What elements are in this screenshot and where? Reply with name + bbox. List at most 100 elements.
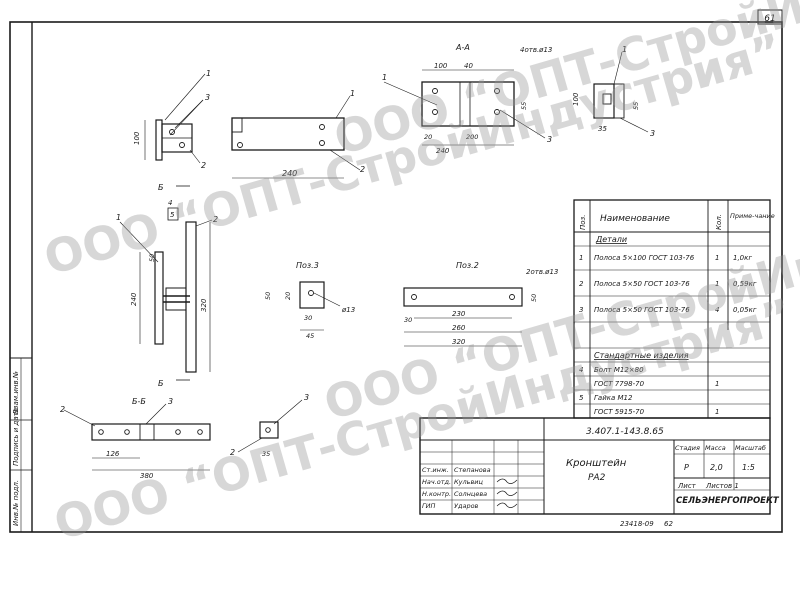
spec-row3-qty: 4 [715, 306, 719, 314]
view-bottom-small: 3 2 35 [230, 393, 309, 458]
leader-1-d: 1 [622, 45, 627, 54]
dim-50-b: 50 [264, 292, 272, 300]
scale-value: 1:5 [742, 463, 755, 472]
spec-row2-note: 0,59кг [733, 280, 757, 288]
spec-header-qty: Кол. [715, 214, 723, 230]
dim-40-a: 40 [464, 62, 473, 70]
view-right-small: 100 55 35 1 3 [572, 45, 655, 138]
signature-scribble-1 [496, 478, 518, 484]
leader-3-a: 3 [205, 93, 210, 102]
side-stamp: Инв.№ подл. Подпись и дата Взам.инв.№ [9, 357, 33, 533]
dim-100-b: 100 [434, 62, 448, 70]
leader-2-b: 2 [360, 165, 365, 174]
spec-row2-pos: 2 [579, 280, 584, 288]
dim-240-c: 240 [130, 292, 138, 306]
view-section-bb: Б-Б 2 3 126 380 [60, 397, 211, 480]
pos3-label: Поз.3 [296, 261, 319, 270]
signature-scribble-2 [496, 490, 518, 496]
title-line1: Кронштейн [566, 458, 627, 469]
section-bb-label: Б-Б [132, 397, 146, 406]
page-number: 61 [764, 14, 775, 24]
sig2-role: Н.контр. [422, 490, 451, 498]
sig4-name: Степанова [454, 466, 491, 474]
spec-std2-qty: 1 [715, 380, 719, 388]
spec-header-pos: Поз. [579, 215, 587, 231]
stamp-sign-label: Подпись и дата [12, 408, 20, 466]
organization: СЕЛЬЭНЕРГОПРОЕКТ [676, 496, 780, 506]
dim-55-a: 55 [520, 102, 528, 110]
section-aa-label: А-А [455, 43, 470, 52]
leader-2-a: 2 [201, 161, 206, 170]
sig1-name: Кульвиц [454, 478, 484, 486]
doc-code-alt: 23418-09 [620, 520, 654, 528]
dim-50-a: 50 [148, 254, 156, 262]
view-plate-top: 1 2 240 [231, 89, 365, 179]
dim-126: 126 [106, 450, 120, 458]
pos2-label: Поз.2 [456, 261, 479, 270]
dim-35-b: 35 [262, 450, 270, 458]
dim-45-a: 45 [306, 332, 314, 340]
view-side-top-left: 100 1 3 2 [133, 69, 211, 170]
dim-380: 380 [140, 472, 154, 480]
leader-3-d: 3 [650, 129, 655, 138]
doc-code: 3.407.1-143.8.65 [586, 427, 664, 437]
signature-scribble-3 [496, 502, 518, 508]
leader-4: 4 [168, 199, 172, 207]
stage-header: Стадия [675, 444, 700, 452]
dim-100-a: 100 [133, 131, 141, 145]
mass-value: 2,0 [710, 463, 723, 472]
spec-std2-name: ГОСТ 7798-70 [594, 380, 645, 388]
sig3-role: ГИП [422, 502, 435, 510]
sig3-name: Ударов [454, 502, 479, 510]
spec-std3-pos: 5 [579, 394, 584, 402]
stamp-inv-label: Инв.№ подл. [12, 480, 20, 526]
spec-row3-note: 0,05кг [733, 306, 757, 314]
leader-2-f: 2 [60, 405, 65, 414]
pos3-hole: ø13 [341, 306, 355, 314]
view-front-vertical: Б Б 5 4 1 2 240 320 50 [116, 183, 218, 388]
view-pos3: Поз.3 ø13 50 20 30 45 [264, 261, 355, 340]
leader-3-c: 3 [547, 135, 552, 144]
view-section-aa: А-А 4отв.ø13 100 40 240 20 200 55 1 3 [382, 43, 552, 155]
spec-standard-header: Стандартные изделия [594, 351, 689, 360]
leader-2-g: 2 [230, 448, 235, 457]
leader-1-a: 1 [206, 69, 211, 78]
view-pos2: Поз.2 2отв.ø13 30 230 260 320 50 [403, 261, 558, 347]
cut-b-top: Б [158, 183, 164, 192]
spec-row3-pos: 3 [579, 306, 583, 314]
dim-260: 260 [452, 324, 466, 332]
dim-230: 230 [452, 310, 466, 318]
cut-b-bottom: Б [158, 379, 164, 388]
stage-value: Р [684, 463, 689, 472]
spec-row2-qty: 1 [715, 280, 719, 288]
leader-1-e: 1 [116, 213, 121, 222]
spec-details-header: Детали [595, 235, 627, 244]
dim-50-c: 50 [530, 294, 538, 302]
stamp-replace-label: Взам.инв.№ [12, 371, 20, 414]
spec-row3-name: Полоса 5×50 ГОСТ 103-76 [594, 306, 690, 314]
spec-row1-note: 1,0кг [733, 254, 752, 262]
dim-55-b: 55 [632, 102, 640, 110]
holes-note-aa: 4отв.ø13 [520, 46, 552, 54]
mass-header: Масса [705, 444, 726, 452]
spec-row1-name: Полоса 5×100 ГОСТ 103-76 [594, 254, 695, 262]
dim-30-a: 30 [304, 314, 312, 322]
leader-1-b: 1 [350, 89, 355, 98]
spec-header-name: Наименование [600, 214, 670, 224]
spec-row1-pos: 1 [579, 254, 583, 262]
dim-20-a: 20 [424, 133, 432, 141]
dim-20-b: 20 [284, 292, 292, 300]
sheets-label: Листов 1 [705, 482, 739, 490]
leader-3-g: 3 [304, 393, 309, 402]
sig2-name: Солнцева [454, 490, 487, 498]
leader-3-f: 3 [168, 397, 173, 406]
title-line2: РА2 [588, 473, 606, 483]
title-block: 3.407.1-143.8.65 Кронштейн РА2 Стадия Ма… [419, 417, 780, 528]
dim-30-b: 30 [404, 316, 412, 324]
spec-row2-name: Полоса 5×50 ГОСТ 103-76 [594, 280, 690, 288]
specification-table: Поз. Наименование Кол. Приме-чание Детал… [573, 199, 775, 419]
dim-320-a: 320 [200, 298, 208, 312]
dim-320-b: 320 [452, 338, 466, 346]
dim-35-a: 35 [598, 125, 607, 133]
